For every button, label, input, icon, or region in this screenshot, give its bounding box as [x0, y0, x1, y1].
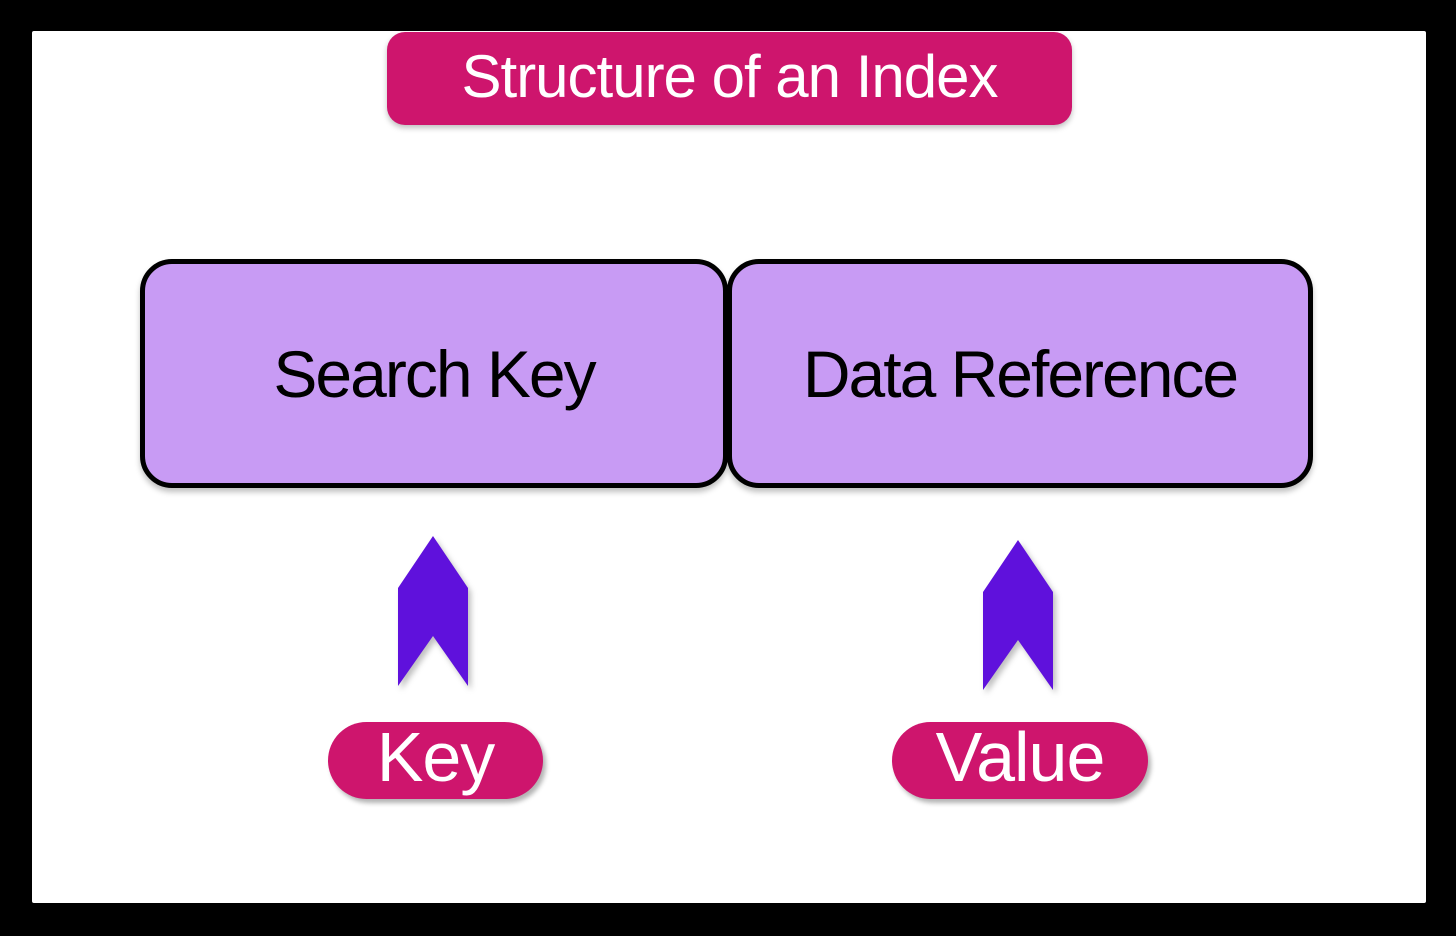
up-arrow-icon: [983, 540, 1053, 690]
value-badge: Value: [892, 718, 1148, 799]
key-badge: Key: [328, 718, 543, 799]
up-arrow-icon: [398, 536, 468, 686]
search-key-box: Search Key: [140, 259, 728, 488]
diagram-title: Structure of an Index: [461, 43, 999, 110]
key-badge-label: Key: [376, 718, 496, 796]
diagram-title-banner: Structure of an Index: [387, 32, 1072, 125]
data-reference-label: Data Reference: [802, 336, 1239, 411]
value-badge-label: Value: [935, 718, 1106, 796]
search-key-label: Search Key: [273, 336, 596, 411]
data-reference-box: Data Reference: [727, 259, 1313, 488]
